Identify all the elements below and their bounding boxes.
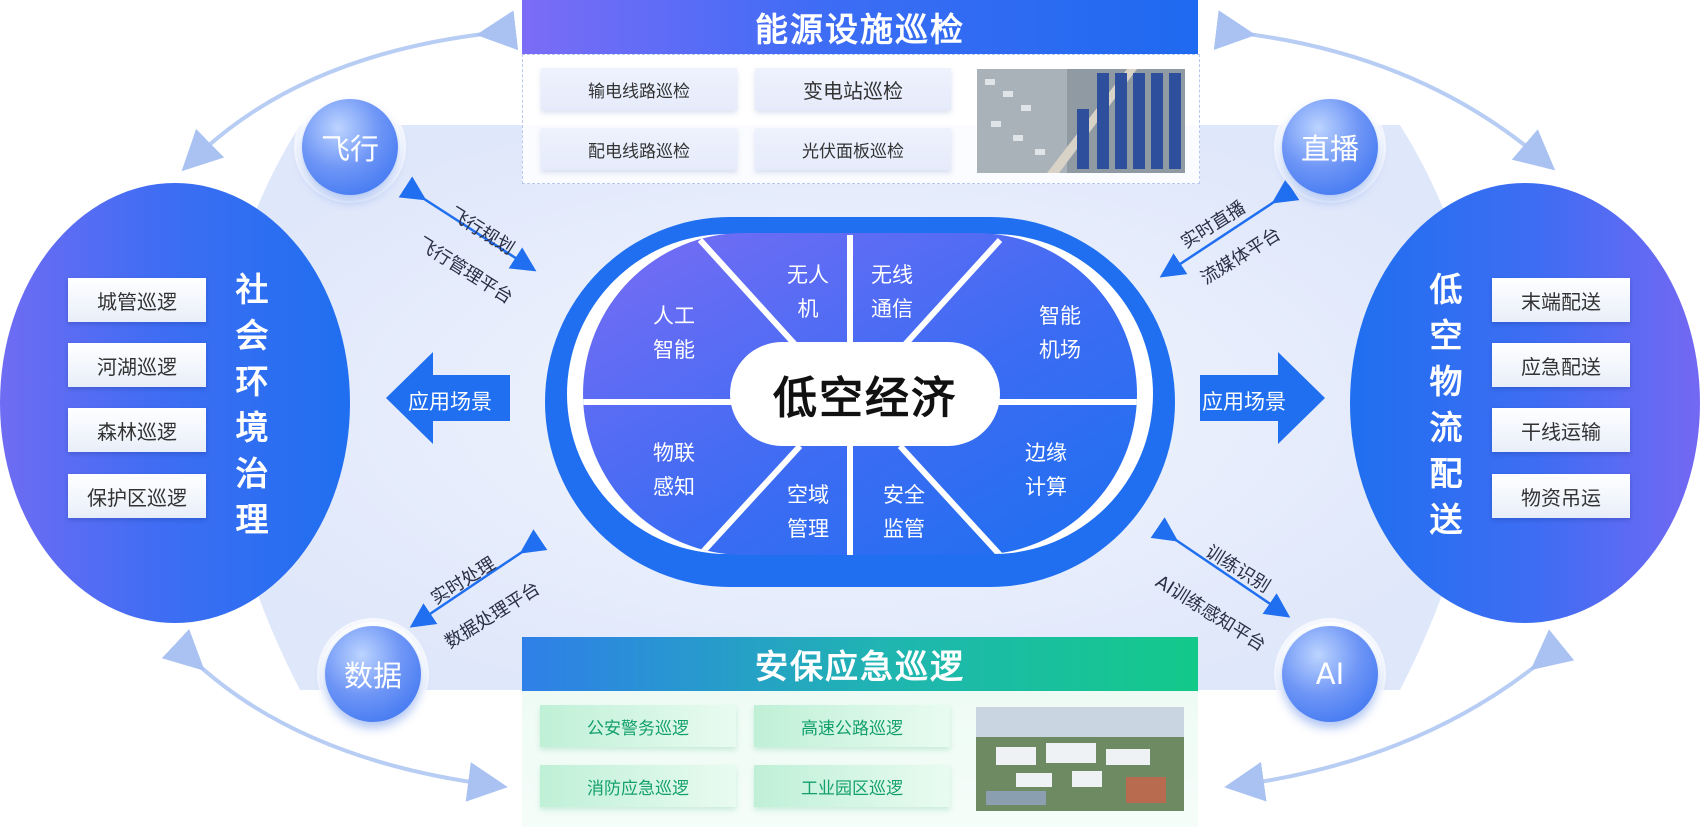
chip-distribution-line: 配电线路巡检 [541,128,737,170]
segment-wireless: 无线 通信 [852,258,932,326]
segment-uav-line2: 机 [797,297,819,321]
segment-airport: 智能 机场 [1020,299,1100,367]
left-arrow-label: 应用场景 [408,390,492,414]
chip-solar-panel: 光伏面板巡检 [755,128,951,170]
chip-fire-patrol: 消防应急巡逻 [540,765,736,807]
right-title-char-6: 送 [1429,500,1463,539]
left-title-char-2: 会 [235,316,269,355]
hub-title: 低空经济 [773,373,957,424]
link-arrow-live [1159,179,1300,278]
segment-safety-line1: 安全 [883,483,925,507]
segment-iot-line1: 物联 [653,441,695,465]
segment-edge-line2: 计算 [1025,475,1067,499]
right-title-char-1: 低 [1429,270,1463,309]
segment-airspace-line1: 空域 [787,483,829,507]
social-governance-title: 社 会 环 境 治 理 [232,267,272,543]
item-emergency-delivery: 应急配送 [1492,343,1630,387]
item-last-mile-delivery: 末端配送 [1492,278,1630,322]
badge-live: 直播 [1282,99,1378,195]
right-title-char-2: 空 [1429,316,1463,355]
segment-ai-line2: 智能 [653,338,695,362]
left-title-char-6: 理 [235,500,269,539]
badge-ai: AI [1282,626,1378,722]
link-arrow-data [409,529,548,628]
curve-arrow-bottom-left [161,629,508,802]
energy-inspection-panel: 输电线路巡检 变电站巡检 配电线路巡检 光伏面板巡检 [522,54,1200,184]
segment-airspace: 空域 管理 [768,478,848,546]
right-title-char-3: 物 [1429,362,1463,401]
link-arrow-ai [1150,517,1291,618]
segment-uav: 无人 机 [768,258,848,326]
big-arrow-left [386,352,510,444]
right-arrow-label: 应用场景 [1202,390,1286,414]
item-forest-patrol: 森林巡逻 [68,408,206,452]
solar-farm-photo [977,69,1185,173]
curve-arrow-top-right [1213,10,1556,171]
segment-airspace-line2: 管理 [787,517,829,541]
badge-data: 数据 [325,626,421,722]
left-title-char-5: 治 [235,454,269,493]
chip-transmission-line: 输电线路巡检 [541,68,737,110]
item-reserve-patrol: 保护区巡逻 [68,474,206,518]
curve-arrow-top-left [181,10,519,172]
logistics-panel: 低 空 物 流 配 送 末端配送 应急配送 干线运输 物资吊运 [1350,183,1700,623]
segment-iot-line2: 感知 [653,475,695,499]
left-title-char-3: 环 [235,362,269,401]
segment-ai-line1: 人工 [653,304,695,328]
segment-edge: 边缘 计算 [1006,436,1086,504]
item-trunk-transport: 干线运输 [1492,408,1630,452]
security-patrol-title: 安保应急巡逻 [522,637,1198,691]
industrial-park-photo [976,707,1184,811]
segment-safety: 安全 监管 [864,478,944,546]
segment-wireless-line2: 通信 [871,297,913,321]
hub-center-pill [730,342,1000,446]
segment-wireless-line1: 无线 [871,263,913,287]
right-title-char-5: 配 [1429,454,1463,493]
curve-arrow-bottom-right [1224,629,1575,802]
right-title-char-4: 流 [1429,408,1463,447]
segment-safety-line2: 监管 [883,517,925,541]
chip-police-patrol: 公安警务巡逻 [540,705,736,747]
left-title-char-4: 境 [235,408,269,447]
segment-ai: 人工 智能 [634,299,714,367]
segment-iot: 物联 感知 [634,436,714,504]
social-governance-panel: 城管巡逻 河湖巡逻 森林巡逻 保护区巡逻 社 会 环 境 治 理 [0,183,350,623]
big-arrow-right [1200,352,1325,444]
item-river-lake-patrol: 河湖巡逻 [68,343,206,387]
segment-uav-line1: 无人 [787,263,829,287]
item-material-lifting: 物资吊运 [1492,474,1630,518]
chip-substation: 变电站巡检 [755,68,951,110]
security-patrol-panel: 公安警务巡逻 高速公路巡逻 消防应急巡逻 工业园区巡逻 [522,691,1198,827]
badge-flight: 飞行 [302,99,398,195]
segment-edge-line1: 边缘 [1025,441,1067,465]
segment-airport-line1: 智能 [1039,304,1081,328]
left-title-char-1: 社 [235,270,269,309]
chip-highway-patrol: 高速公路巡逻 [754,705,950,747]
link-arrow-flight [398,176,537,272]
segment-airport-line2: 机场 [1039,338,1081,362]
energy-inspection-title: 能源设施巡检 [522,0,1198,54]
item-urban-patrol: 城管巡逻 [68,278,206,322]
chip-industrial-park-patrol: 工业园区巡逻 [754,765,950,807]
logistics-title: 低 空 物 流 配 送 [1426,267,1466,543]
